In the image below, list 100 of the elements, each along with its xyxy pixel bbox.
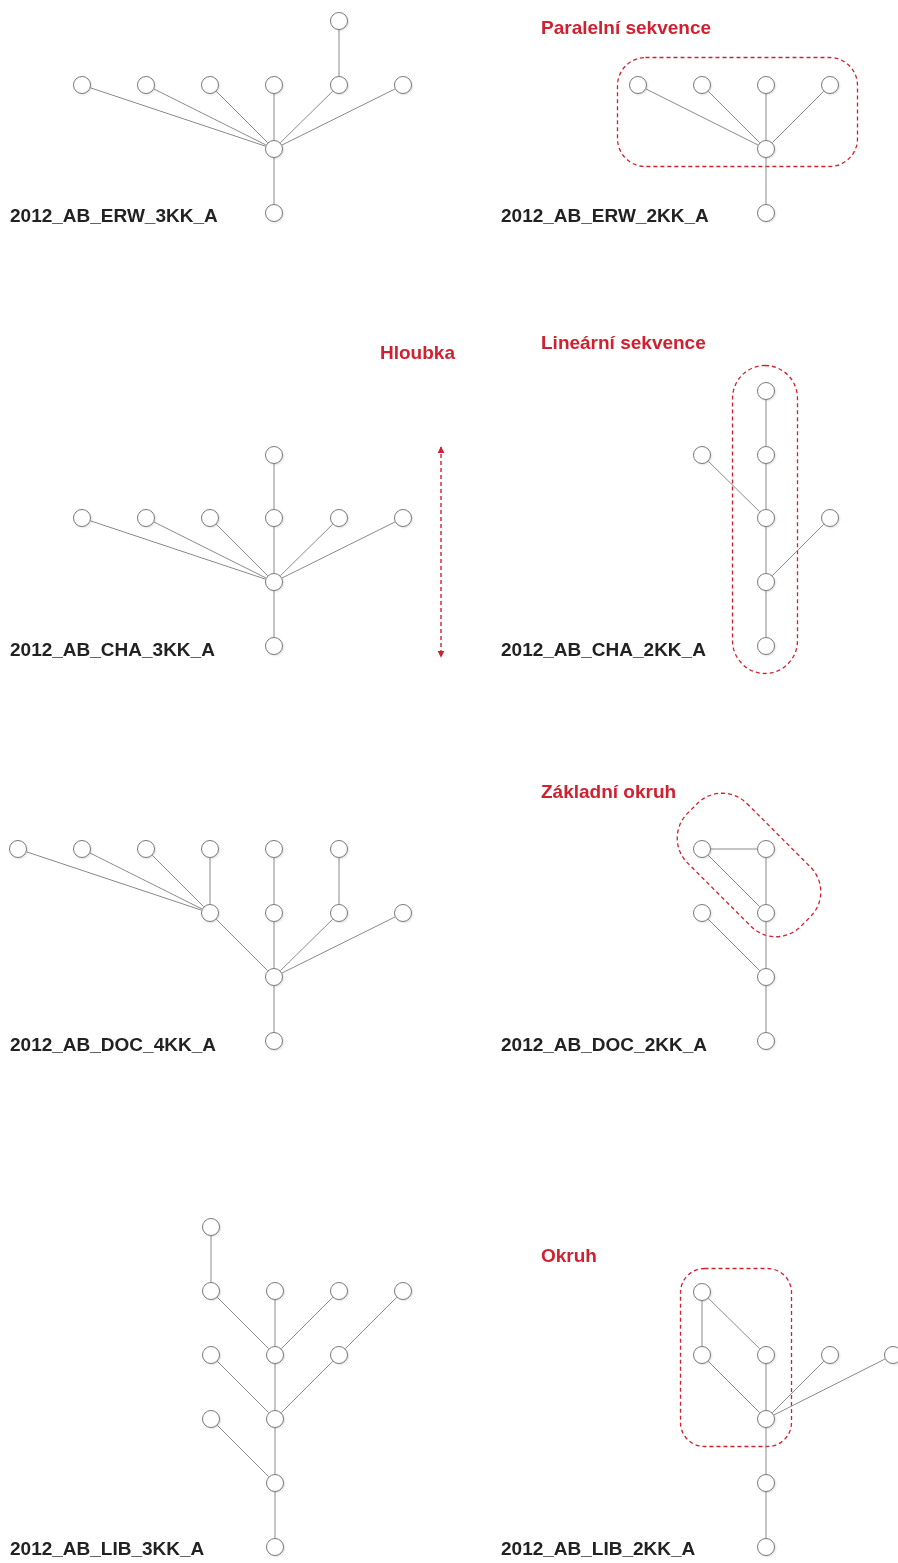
node-circle [202,1346,220,1364]
node-circle [137,509,155,527]
connector-line [281,88,396,146]
connector-line [707,1297,761,1350]
connector-line [274,1491,276,1539]
connector-line [338,29,340,77]
group-heading: Základní okruh [541,781,677,803]
node-circle [394,509,412,527]
node-circle [693,1346,711,1364]
connector-line [273,463,275,510]
connector-line [215,918,269,972]
node-circle [693,1283,711,1301]
node-circle [693,76,711,94]
connector-line [771,523,825,577]
connector-line [707,1360,761,1414]
graph-label: 2012_AB_DOC_2KK_A [501,1034,707,1056]
connector-line [209,857,211,905]
node-circle [73,509,91,527]
graph-label: 2012_AB_CHA_3KK_A [10,639,215,661]
node-circle [9,840,27,858]
node-circle [265,446,283,464]
node-circle [201,509,219,527]
node-circle [629,76,647,94]
node-circle [265,204,283,222]
node-circle [821,509,839,527]
group-heading: Okruh [541,1245,597,1267]
connector-line [216,1424,270,1478]
connector-line [279,90,334,144]
node-circle [202,1282,220,1300]
connector-line [765,1491,767,1539]
node-circle [821,76,839,94]
node-circle [693,840,711,858]
node-circle [73,76,91,94]
connector-line [765,463,767,510]
connector-line [773,1358,886,1416]
connector-line [281,521,396,579]
connector-line [215,90,269,144]
connector-line [90,520,266,580]
connector-line [765,921,767,969]
connector-line [771,90,825,144]
node-circle [265,140,283,158]
graph-label: 2012_AB_DOC_4KK_A [10,1034,216,1056]
node-circle [265,76,283,94]
connector-line [765,1427,767,1475]
node-circle [884,1346,898,1364]
connector-line [645,88,759,146]
node-circle [757,509,775,527]
connector-line [765,399,767,447]
connector-line [273,93,275,141]
node-circle [757,968,775,986]
node-circle [137,76,155,94]
connector-line [707,90,761,144]
node-circle [330,904,348,922]
node-circle [73,840,91,858]
connector-line [216,1360,270,1414]
node-circle [330,76,348,94]
graph-label: 2012_AB_ERW_3KK_A [10,205,218,227]
node-circle [330,1282,348,1300]
node-circle [265,637,283,655]
node-circle [137,840,155,858]
connector-line [344,1296,398,1350]
connector-line [279,918,334,972]
connector-line [26,851,202,911]
connector-line [707,460,761,513]
node-circle [265,968,283,986]
node-circle [265,509,283,527]
node-circle [265,904,283,922]
connector-line [765,157,767,205]
connector-line [273,921,275,969]
node-circle [266,1410,284,1428]
connector-line [89,852,203,910]
connector-line [216,1296,270,1350]
node-circle [757,1410,775,1428]
graph-label: 2012_AB_LIB_3KK_A [10,1538,205,1560]
node-circle [394,76,412,94]
node-circle [394,904,412,922]
node-circle [757,904,775,922]
node-circle [757,382,775,400]
node-circle [330,509,348,527]
node-circle [201,76,219,94]
connector-line [273,526,275,574]
connector-line [274,1299,276,1347]
connector-line [765,857,767,905]
node-circle [757,76,775,94]
connector-line [280,1296,334,1350]
node-circle [330,840,348,858]
node-circle [202,1410,220,1428]
group-heading: Paralelní sekvence [541,17,712,39]
node-circle [757,840,775,858]
connector-line [273,157,275,205]
node-circle [693,446,711,464]
node-circle [266,1282,284,1300]
connector-line [273,590,275,638]
connector-line [765,1363,767,1411]
node-circle [757,140,775,158]
node-circle [330,12,348,30]
node-circle [266,1346,284,1364]
node-circle [330,1346,348,1364]
connector-line [765,590,767,638]
node-circle [265,573,283,591]
